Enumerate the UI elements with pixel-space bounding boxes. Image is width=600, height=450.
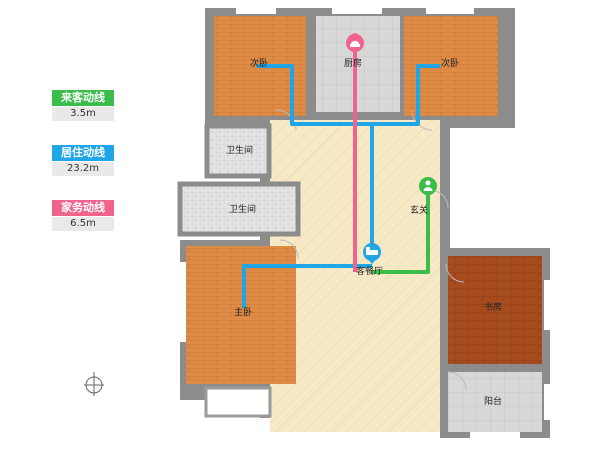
legend-chores-label: 家务动线 xyxy=(52,200,114,216)
kitchen-floor xyxy=(316,16,400,112)
living-marker-icon xyxy=(363,243,381,264)
bathroom-lower-floor xyxy=(177,181,301,237)
window-mark xyxy=(426,8,474,14)
bathroom-upper-floor xyxy=(204,123,272,179)
living-route-master xyxy=(242,264,372,308)
room-label-bathroom-upper: 卫生间 xyxy=(226,144,253,156)
window-mark xyxy=(332,8,382,14)
legend-guest-value: 3.5m xyxy=(52,107,114,121)
room-label-master: 主卧 xyxy=(234,306,252,318)
door-arc xyxy=(445,263,465,283)
compass-icon xyxy=(84,372,104,396)
window-mark xyxy=(180,262,186,342)
window-mark xyxy=(544,280,550,330)
legend-chores-value: 6.5m xyxy=(52,217,114,231)
room-label-bedroom-left: 次卧 xyxy=(250,57,268,69)
kitchen-marker-icon xyxy=(346,33,364,54)
study-floor xyxy=(448,256,542,364)
legend-living-value: 23.2m xyxy=(52,162,114,176)
window-mark xyxy=(336,432,426,438)
route-legend: 来客动线 3.5m 居住动线 23.2m 家务动线 6.5m xyxy=(52,90,114,255)
master-bedroom-floor xyxy=(186,246,296,384)
room-label-study: 书房 xyxy=(484,301,502,313)
room-label-balcony: 阳台 xyxy=(484,395,502,407)
room-label-living: 客餐厅 xyxy=(356,265,383,277)
room-label-entrance: 玄关 xyxy=(410,204,428,216)
legend-living-label: 居住动线 xyxy=(52,145,114,161)
window-mark xyxy=(544,384,550,420)
room-label-bathroom-lower: 卫生间 xyxy=(229,203,256,215)
entrance-marker-icon xyxy=(419,177,437,198)
bay-window xyxy=(204,386,272,418)
door-arc xyxy=(447,371,467,391)
window-mark xyxy=(236,8,276,14)
room-label-bedroom-right: 次卧 xyxy=(441,57,459,69)
window-mark xyxy=(470,432,520,438)
guest-route xyxy=(372,196,430,274)
legend-guest-label: 来客动线 xyxy=(52,90,114,106)
door-arc xyxy=(279,239,299,259)
room-label-kitchen: 厨房 xyxy=(344,57,362,69)
